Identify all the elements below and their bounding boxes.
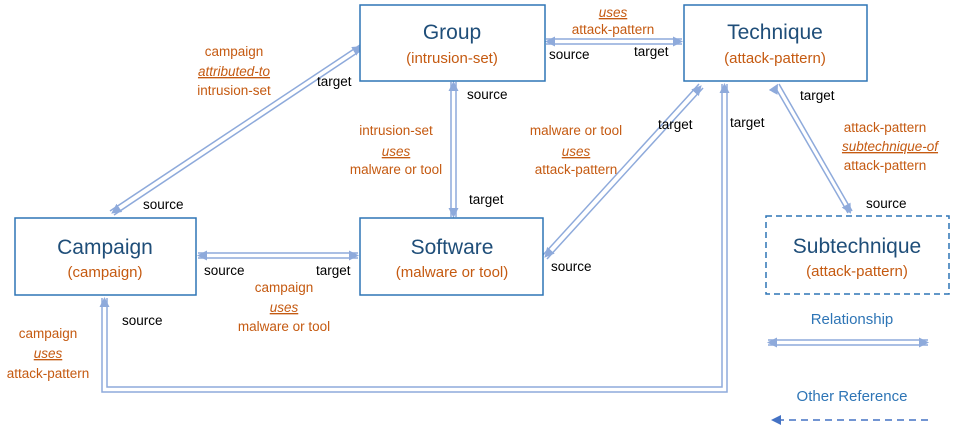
node-title: Technique	[727, 21, 823, 44]
edge-verb: uses	[382, 144, 411, 159]
edge-verb: uses	[270, 300, 299, 315]
source-label: source	[467, 87, 508, 102]
edge-to: attack-pattern	[7, 366, 90, 381]
edge-verb: uses	[562, 144, 591, 159]
edge-from: malware or tool	[530, 123, 622, 138]
source-label: source	[551, 259, 592, 274]
legend-relationship-label: Relationship	[811, 311, 894, 328]
target-label: target	[634, 44, 669, 59]
edge-to: attack-pattern	[844, 158, 927, 173]
edge-to: attack-pattern	[535, 162, 618, 177]
edge-verb: attributed-to	[198, 64, 271, 79]
target-label: target	[800, 88, 835, 103]
edge-campaign-software	[197, 250, 359, 261]
edge-software-technique	[542, 83, 704, 260]
node-subtitle: (attack-pattern)	[806, 263, 908, 280]
source-label: source	[204, 263, 245, 278]
legend: Relationship Other Reference	[767, 311, 929, 425]
edge-from: campaign	[205, 44, 264, 59]
labels-campaign-group: campaign attributed-to intrusion-set tar…	[143, 44, 352, 212]
edge-from: attack-pattern	[844, 120, 927, 135]
node-campaign: Campaign (campaign)	[14, 217, 197, 296]
edge-verb: uses	[34, 346, 63, 361]
edge-campaign-technique	[99, 83, 730, 393]
edge-verb: subtechnique-of	[842, 139, 939, 154]
source-label: source	[549, 47, 590, 62]
edge-to: intrusion-set	[197, 83, 271, 98]
legend-other-reference-label: Other Reference	[797, 388, 908, 405]
target-label: target	[316, 263, 351, 278]
edge-verb: uses	[599, 5, 628, 20]
node-subtitle: (malware or tool)	[396, 264, 509, 281]
edge-from: intrusion-set	[359, 123, 433, 138]
node-title: Software	[411, 236, 494, 259]
node-software: Software (malware or tool)	[359, 217, 544, 296]
source-label: source	[143, 197, 184, 212]
target-label: target	[658, 117, 693, 132]
target-label: target	[317, 74, 352, 89]
connectors	[99, 36, 853, 393]
edge-to: malware or tool	[350, 162, 442, 177]
labels-campaign-technique: campaign uses attack-pattern source targ…	[7, 115, 765, 381]
legend-relationship-arrow	[767, 337, 929, 348]
source-label: source	[122, 313, 163, 328]
edge-group-software	[448, 81, 459, 218]
edge-from: campaign	[255, 280, 314, 295]
edge-to: malware or tool	[238, 319, 330, 334]
labels-group-technique: uses attack-pattern source target	[549, 5, 669, 62]
labels-campaign-software: source target campaign uses malware or t…	[204, 263, 351, 334]
edge-from: campaign	[19, 326, 78, 341]
node-subtitle: (campaign)	[67, 264, 142, 281]
node-subtechnique: Subtechnique (attack-pattern)	[765, 215, 950, 295]
edge-group-technique	[545, 36, 683, 47]
edge-type: attack-pattern	[572, 22, 655, 37]
node-title: Subtechnique	[793, 235, 921, 258]
node-technique: Technique (attack-pattern)	[683, 4, 868, 82]
labels-software-technique: malware or tool uses attack-pattern targ…	[530, 117, 693, 274]
node-subtitle: (intrusion-set)	[406, 50, 498, 67]
edge-subtechnique-technique	[768, 83, 853, 214]
target-label: target	[730, 115, 765, 130]
node-title: Campaign	[57, 236, 153, 259]
target-label: target	[469, 192, 504, 207]
labels-group-software: intrusion-set uses malware or tool sourc…	[350, 87, 508, 207]
source-label: source	[866, 196, 907, 211]
node-group: Group (intrusion-set)	[359, 4, 546, 82]
node-title: Group	[423, 21, 481, 44]
labels-subtechnique-technique: attack-pattern subtechnique-of attack-pa…	[800, 88, 939, 211]
node-subtitle: (attack-pattern)	[724, 50, 826, 67]
